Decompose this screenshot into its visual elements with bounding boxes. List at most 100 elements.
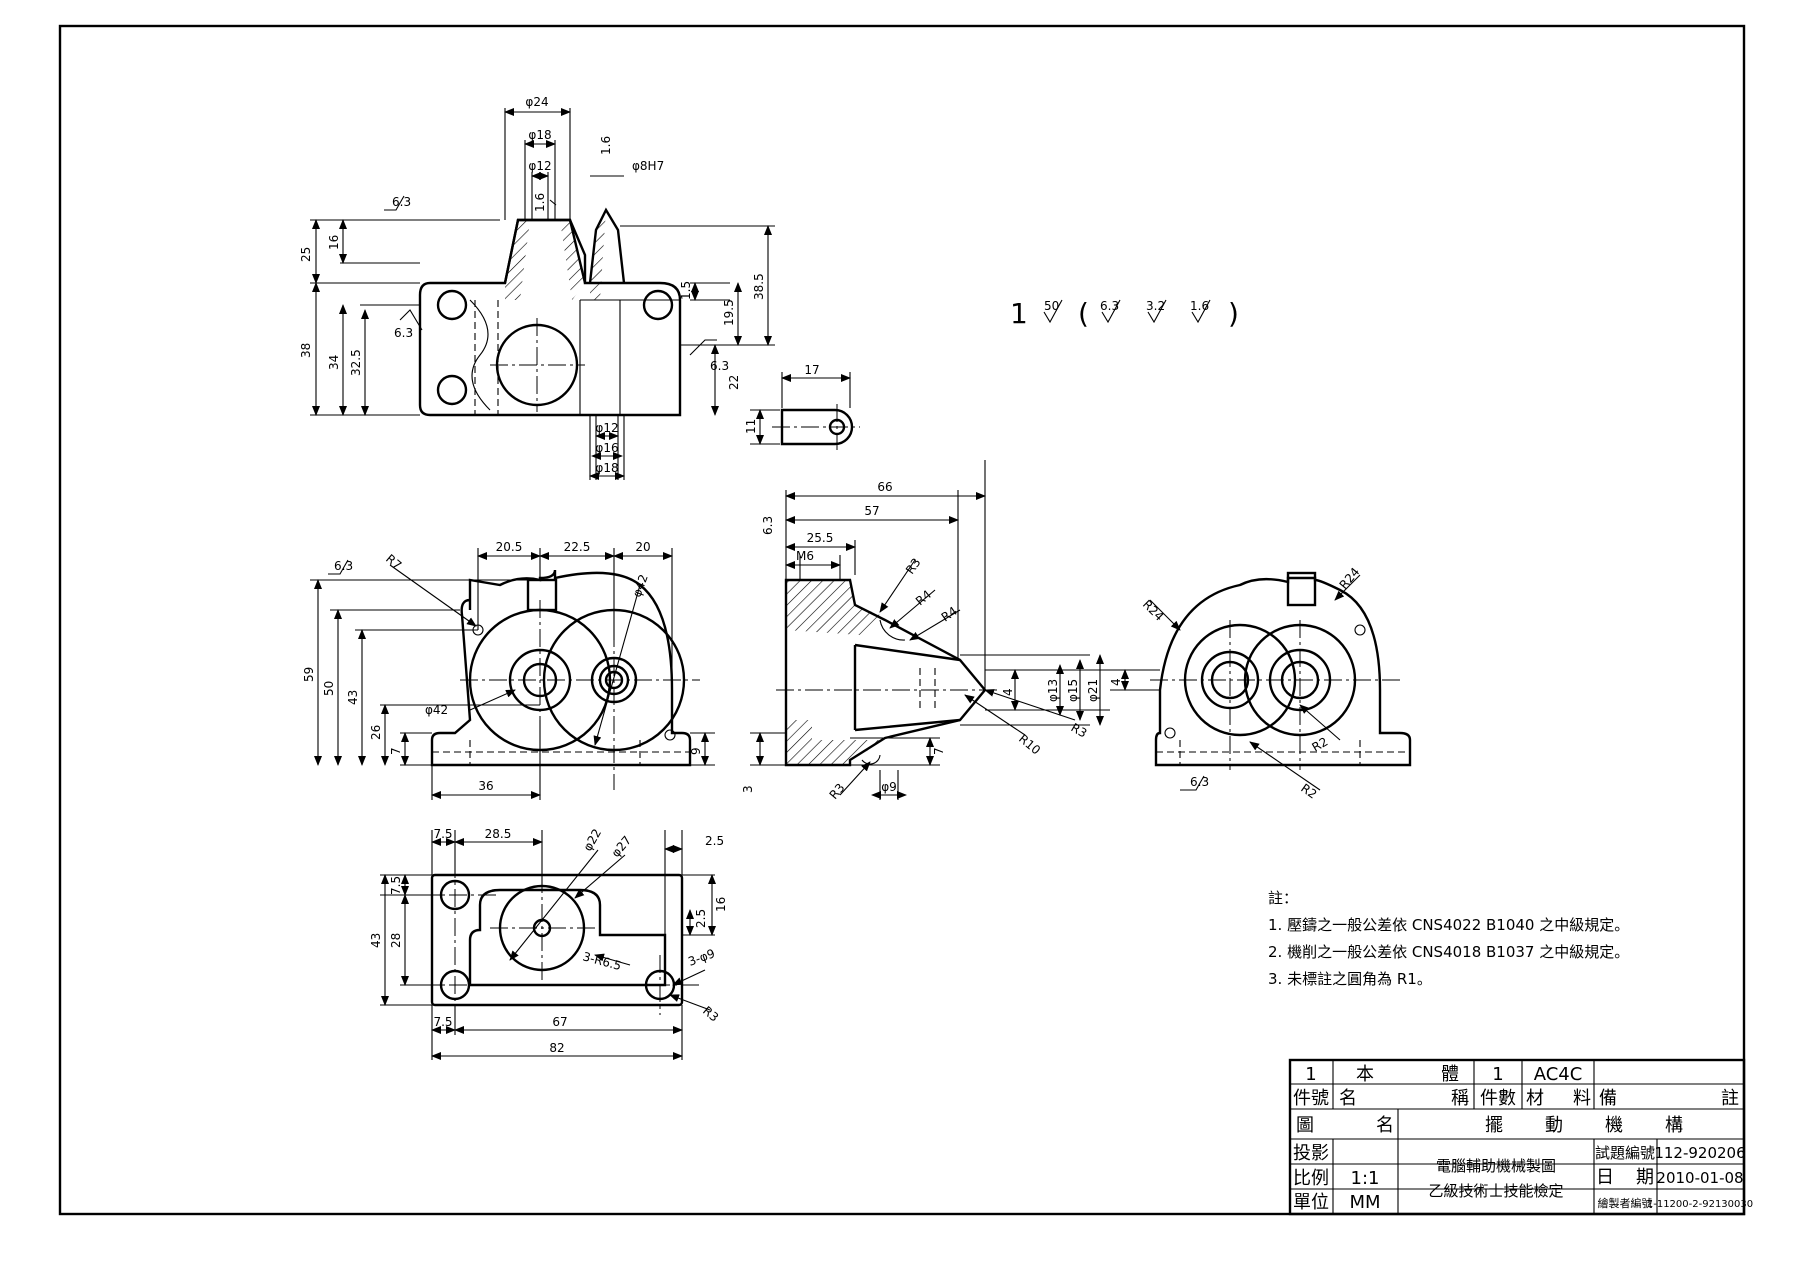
part-material: AC4C [1534,1064,1583,1085]
dim-text: R24 [1140,597,1167,624]
dim-text: 34 [327,355,341,370]
small-detail-view: 17 11 [744,363,860,450]
header-material-b: 料 [1573,1088,1591,1109]
dim-text: 2.5 [705,834,724,848]
dim-text: 25.5 [807,531,834,545]
date-value: 2010-01-08 [1656,1169,1743,1187]
projection-label: 投影 [1293,1143,1329,1164]
dim-text: 7 [932,747,946,755]
dim-text: 6.3 [392,195,411,209]
dim-text: 3 [741,785,755,793]
unit-label: 單位 [1293,1192,1329,1213]
dim-text: 7.5 [433,827,452,841]
drawing-name-char: 動 [1545,1115,1563,1136]
dim-text: φ15 [1066,679,1080,702]
part-name-b: 體 [1441,1064,1459,1085]
header-name-a: 名 [1339,1088,1357,1109]
dim-text: 1.6 [533,193,547,212]
dim-text: 16 [327,235,341,250]
dim-text: 25 [299,247,313,262]
dim-text: 59 [302,667,316,682]
drafter-no: 1-11200-2-92130030 [1647,1199,1753,1210]
dim-text: 1.6 [599,136,613,155]
dim-text: 82 [549,1041,564,1055]
header-name-b: 稱 [1451,1088,1469,1109]
dim-text: 7.5 [433,1015,452,1029]
dim-text: 9 [689,747,703,755]
dim-text: 2.5 [694,909,708,928]
dim-text: R10 [1016,732,1043,758]
dim-text: 11 [744,419,758,434]
header-remark-b: 註 [1721,1088,1739,1109]
dim-text: φ27 [609,833,635,860]
dim-text: φ9 [881,780,897,794]
scale-label: 比例 [1293,1168,1329,1189]
dim-text: 3-φ9 [686,946,717,969]
dim-text: φ21 [1086,679,1100,702]
dim-text: 19.5 [722,299,736,326]
svg-text:(: ( [1078,297,1089,330]
dim-text: R3 [700,1004,721,1025]
date-label-a: 日 [1596,1167,1614,1188]
dim-text: R24 [1337,565,1363,592]
dim-text: 7.5 [389,876,403,895]
unit-value: MM [1349,1192,1380,1213]
note-line: 3. 未標註之圓角為 R1。 [1268,970,1432,988]
dim-text: 22.5 [564,540,591,554]
surface-finish-symbol: 1 50 ( 6.3 3.2 1.6 ) [1010,297,1239,330]
dim-text: φ24 [525,95,548,109]
dim-text: 17 [804,363,819,377]
header-remark-a: 備 [1599,1088,1617,1109]
front-view: 6.3 R7 20.5 22.5 20 φ42 59 50 43 26 7 φ4… [302,540,715,800]
dim-text: 6.3 [334,559,353,573]
exam-no: 112-920206 [1654,1144,1745,1162]
header-no: 件號 [1293,1088,1329,1109]
bottom-view: 7.5 28.5 φ22 φ27 2.5 7.5 16 43 28 2.5 3-… [369,826,728,1060]
dim-text: 6.3 [1190,775,1209,789]
dim-text: 4 [1109,678,1123,686]
dim-text: R3 [1069,720,1090,740]
dim-text: 38 [299,343,313,358]
dim-text: R4 [913,587,934,608]
dim-text: φ12 [528,159,551,173]
note-line: 2. 機削之一般公差依 CNS4018 B1037 之中級規定。 [1268,943,1629,961]
org-line-1: 電腦輔助機械製圖 [1436,1157,1556,1175]
dim-text: φ42 [425,703,448,717]
finish-part-no: 1 [1010,297,1028,330]
dim-text: φ42 [630,572,651,599]
dim-text: 26 [369,725,383,740]
svg-text:): ) [1228,297,1239,330]
drafter-label: 繪製者編號 [1598,1196,1653,1210]
org-line-2: 乙級技術士技能檢定 [1428,1182,1563,1200]
note-line: 1. 壓鑄之一般公差依 CNS4022 B1040 之中級規定。 [1268,916,1629,934]
dim-text: φ8H7 [632,159,664,173]
dim-text: 28 [389,933,403,948]
dim-text: R2 [1310,734,1331,754]
dim-text: R7 [383,552,404,573]
drawing-name-char: 構 [1665,1115,1683,1136]
dim-text: M6 [796,549,814,563]
header-material-a: 材 [1526,1088,1544,1109]
dim-text: 43 [369,933,383,948]
dim-text: φ13 [1046,679,1060,702]
drawing-name-char: 擺 [1485,1115,1503,1136]
dim-text: 20.5 [496,540,523,554]
dim-text: 38.5 [752,273,766,300]
drawing-name-label-a: 圖 [1296,1115,1314,1136]
dim-text: 57 [864,504,879,518]
sheet-border [58,24,1746,1216]
dim-text: φ16 [595,441,618,455]
dim-text: R2 [1298,781,1319,802]
dim-text: 32.5 [349,349,363,376]
part-no: 1 [1305,1064,1316,1085]
notes: 註： 1. 壓鑄之一般公差依 CNS4022 B1040 之中級規定。 2. 機… [1268,889,1629,988]
drawing-name-label-b: 名 [1376,1115,1394,1136]
top-view: φ24 φ18 φ12 1.6 φ8H7 6.3 25 16 38 34 32.… [299,95,775,480]
part-name-a: 本 [1356,1064,1374,1085]
title-block: 1 本 體 1 AC4C 件號 名 稱 件數 材 料 備 註 圖 名 擺 動 機… [1288,1058,1753,1216]
dim-text: φ12 [595,421,618,435]
dim-text: 3-R6.5 [581,949,623,973]
dim-text: 66 [877,480,892,494]
dim-text: φ22 [580,826,604,853]
